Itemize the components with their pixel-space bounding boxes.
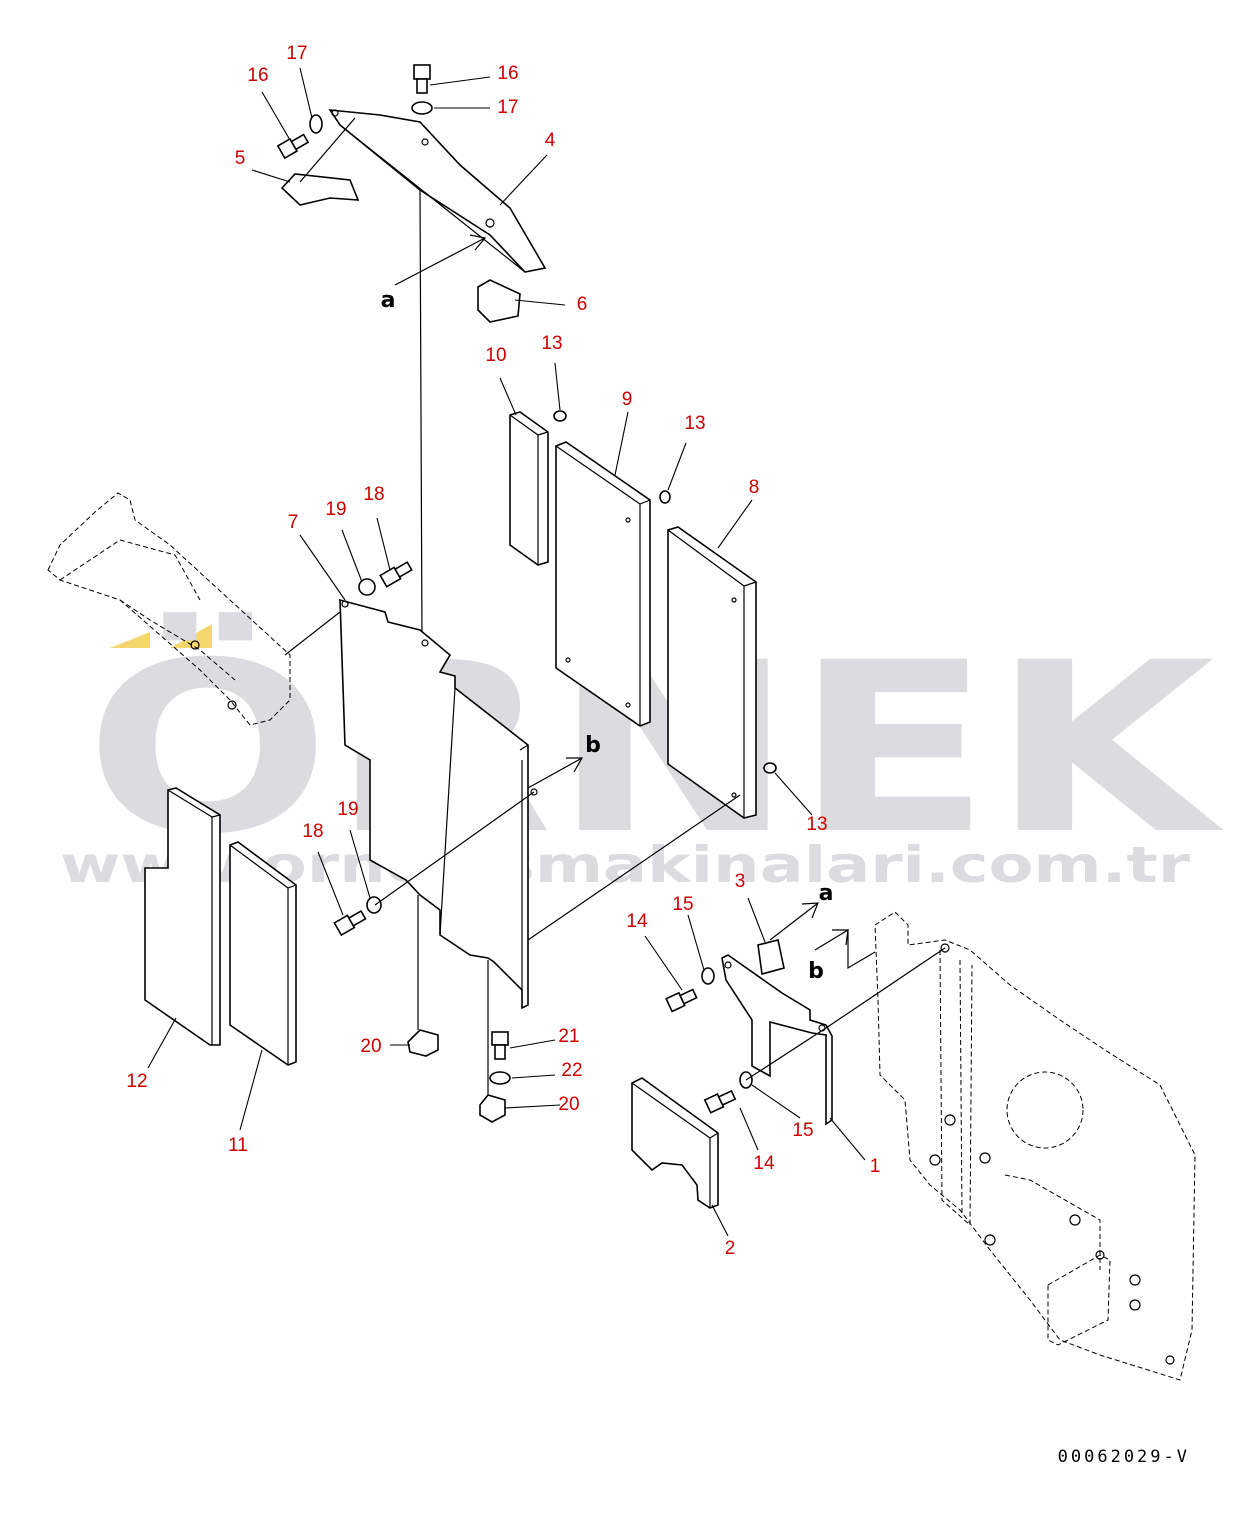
washer-19-top bbox=[358, 578, 376, 596]
callout-6: 6 bbox=[577, 294, 588, 315]
callout-5: 5 bbox=[235, 148, 246, 169]
drawing-code: 00062029-V bbox=[1058, 1447, 1190, 1467]
part-9-panel bbox=[555, 441, 651, 727]
bolt-16-left bbox=[276, 133, 310, 160]
callout-3: 3 bbox=[735, 871, 746, 892]
callout-17-b: 17 bbox=[286, 43, 307, 64]
leader-lines bbox=[147, 67, 866, 1237]
part-10-panel bbox=[509, 411, 549, 566]
watermark-accent-right bbox=[170, 624, 212, 648]
bolt-14-bottom bbox=[703, 1089, 737, 1114]
bolt-18-bottom bbox=[333, 909, 367, 937]
reference-arrow-a-top bbox=[394, 234, 487, 286]
reference-arrow-a-right bbox=[769, 902, 819, 941]
callout-13-c: 13 bbox=[806, 814, 827, 835]
washer-15-top bbox=[701, 967, 715, 985]
callout-13-b: 13 bbox=[684, 413, 705, 434]
callout-13-a: 13 bbox=[541, 333, 562, 354]
callout-15-b: 15 bbox=[792, 1120, 813, 1141]
callout-11: 11 bbox=[228, 1135, 248, 1156]
callout-2: 2 bbox=[725, 1238, 736, 1259]
part-13-ring-a bbox=[553, 410, 567, 422]
watermark: ÖRNEK www.ornekismakinalari.com.tr bbox=[60, 611, 1225, 894]
bolt-14-top bbox=[665, 988, 698, 1013]
bolt-21 bbox=[491, 1031, 509, 1060]
callout-22: 22 bbox=[561, 1060, 582, 1081]
callout-19-b: 19 bbox=[337, 799, 358, 820]
reference-letter-b-right: b bbox=[808, 959, 824, 984]
washer-17-left bbox=[309, 114, 323, 134]
callout-16-a: 16 bbox=[497, 63, 518, 84]
callout-1: 1 bbox=[870, 1156, 881, 1177]
reference-letter-b-center: b bbox=[585, 733, 601, 758]
callout-14-b: 14 bbox=[753, 1153, 775, 1174]
callout-8: 8 bbox=[749, 477, 760, 498]
callout-18-a: 18 bbox=[363, 484, 384, 505]
part-12-panel bbox=[144, 787, 221, 1046]
callout-9: 9 bbox=[622, 389, 633, 410]
callout-19-a: 19 bbox=[325, 499, 346, 520]
callout-15-a: 15 bbox=[672, 894, 693, 915]
clip-20-left bbox=[407, 1029, 439, 1057]
part-13-ring-c bbox=[763, 762, 777, 774]
part-8-panel bbox=[667, 526, 757, 819]
callout-4: 4 bbox=[545, 130, 556, 151]
watermark-accent-left bbox=[110, 632, 150, 648]
callout-16-b: 16 bbox=[247, 65, 268, 86]
reference-arrow-b-center bbox=[527, 757, 584, 789]
washer-22 bbox=[489, 1071, 511, 1085]
callout-12: 12 bbox=[126, 1071, 147, 1092]
part-6-block bbox=[477, 279, 521, 323]
part-7-plate bbox=[339, 598, 538, 1010]
callout-17-a: 17 bbox=[497, 97, 518, 118]
bolt-16-top bbox=[413, 64, 431, 94]
part-5-wedge bbox=[280, 173, 360, 206]
right-frame-reference bbox=[874, 911, 1196, 1381]
part-4-top-bracket bbox=[328, 109, 547, 273]
reference-arrow-b-right bbox=[814, 928, 876, 970]
callout-18-b: 18 bbox=[302, 821, 323, 842]
callout-20-b: 20 bbox=[558, 1094, 579, 1115]
bolt-18-top bbox=[379, 561, 413, 588]
reference-letter-a-right: a bbox=[819, 881, 834, 906]
callout-7: 7 bbox=[288, 512, 299, 533]
callout-labels: 1 2 3 4 5 6 7 8 9 10 11 12 13 13 13 14 1… bbox=[126, 43, 880, 1259]
callout-21: 21 bbox=[558, 1026, 579, 1047]
washer-19-bottom bbox=[366, 896, 382, 914]
part-13-ring-b bbox=[659, 490, 671, 504]
reference-letter-a-top: a bbox=[381, 288, 396, 313]
reference-letters: a a b b bbox=[381, 288, 834, 984]
part-3-pad bbox=[757, 939, 785, 976]
clip-20-right bbox=[479, 1094, 506, 1123]
part-11-panel bbox=[229, 841, 297, 1066]
callout-10: 10 bbox=[485, 345, 506, 366]
part-2-panel bbox=[631, 1077, 719, 1209]
washer-17-top bbox=[411, 101, 433, 115]
callout-20-a: 20 bbox=[360, 1036, 381, 1057]
watermark-brand: ÖRNEK bbox=[85, 611, 1225, 886]
callout-14-a: 14 bbox=[626, 911, 648, 932]
left-housing-reference bbox=[47, 492, 291, 726]
